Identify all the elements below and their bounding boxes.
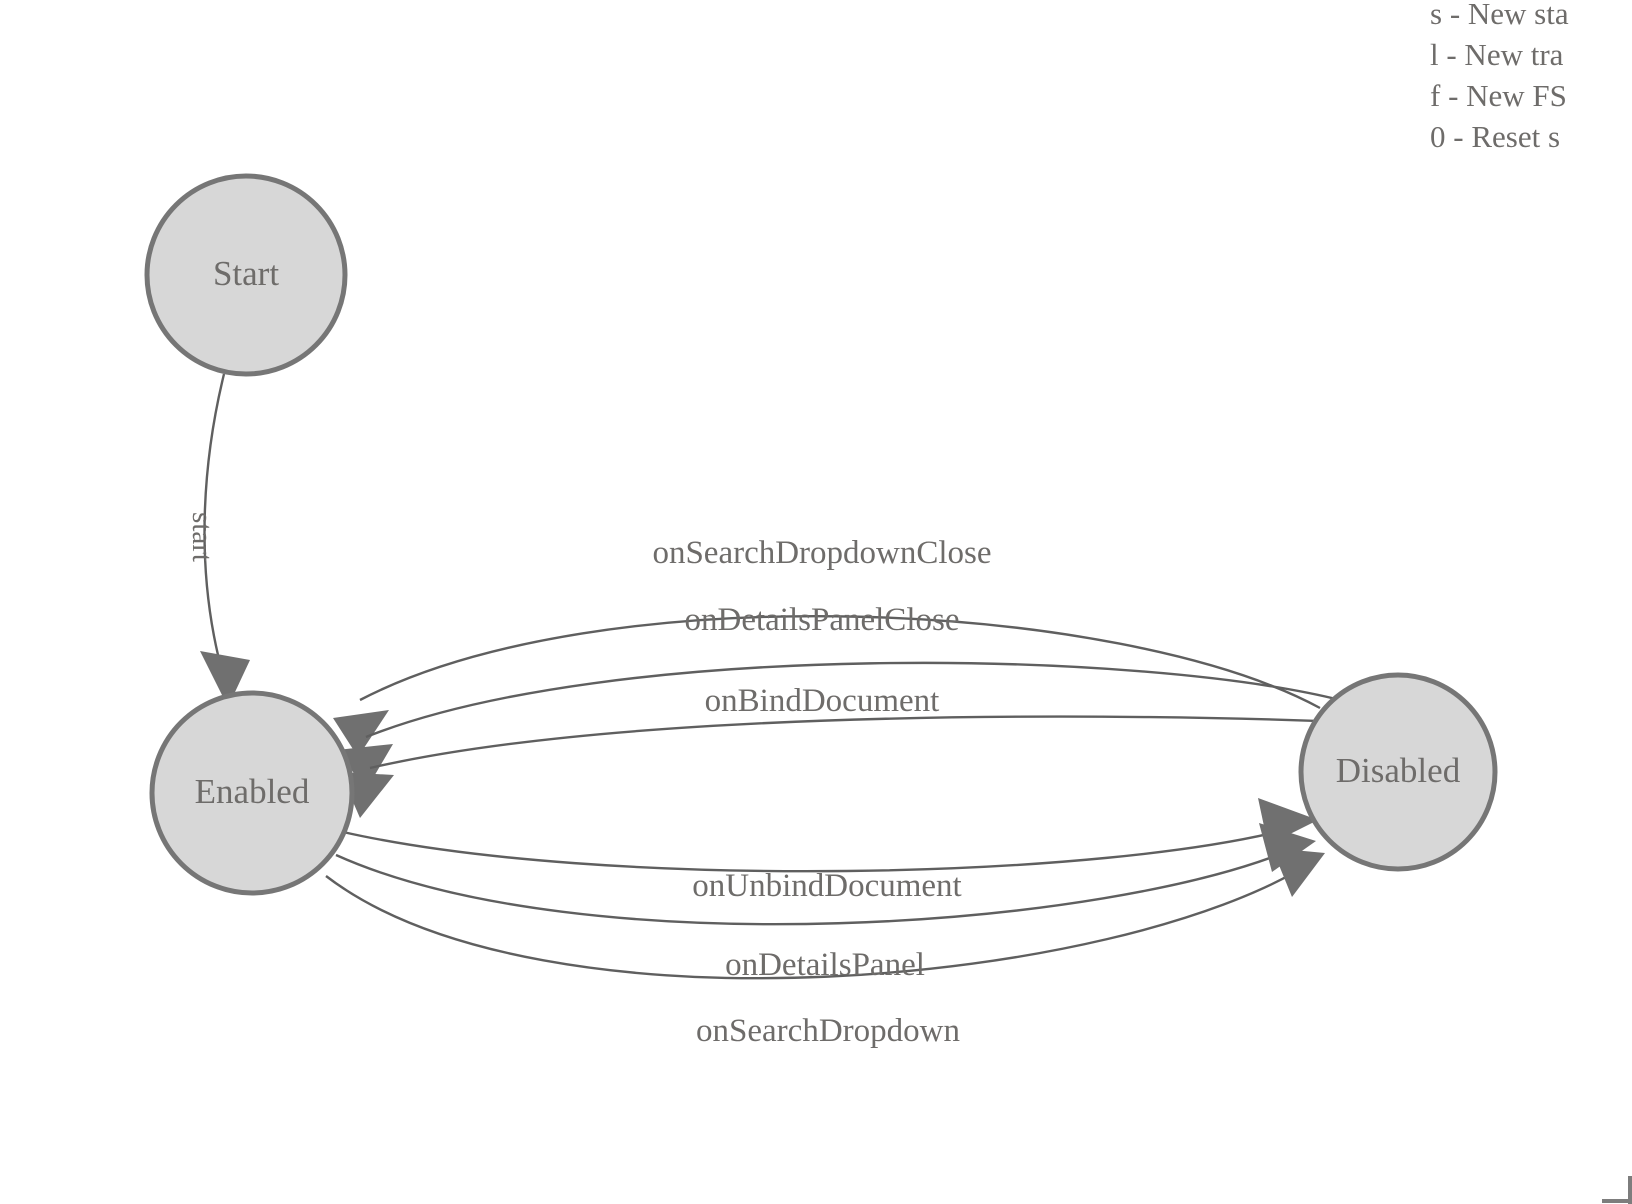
- state-node-disabled-label: Disabled: [1336, 751, 1461, 790]
- state-node-enabled-circle[interactable]: [149, 690, 355, 896]
- transition-start-arrowhead: [200, 651, 250, 707]
- help-overlay: s - New sta l - New tra f - New FS 0 - R…: [1430, 0, 1569, 154]
- transition-label-on-search-dropdown: onSearchDropdown: [696, 1013, 960, 1049]
- transition-on-search-dropdown[interactable]: [325, 848, 1325, 980]
- help-line-new-state: s - New sta: [1430, 0, 1569, 31]
- transition-on-details-panel[interactable]: [335, 823, 1316, 926]
- resize-corner-handle[interactable]: [1602, 1176, 1632, 1204]
- transition-on-details-panel-close-arrowhead: [337, 744, 393, 790]
- transition-label-on-search-dropdown-close: onSearchDropdownClose: [652, 535, 991, 571]
- help-line-reset: 0 - Reset s: [1430, 119, 1560, 154]
- help-line-new-transition: l - New tra: [1430, 37, 1564, 72]
- transition-on-details-panel-arrowhead: [1259, 823, 1316, 872]
- state-node-start[interactable]: Start: [144, 173, 348, 377]
- transition-start-path[interactable]: [203, 373, 226, 656]
- transition-on-bind-document[interactable]: [340, 715, 1348, 818]
- transition-label-on-details-panel-close: onDetailsPanelClose: [685, 602, 960, 638]
- transition-label-on-unbind-document: onUnbindDocument: [692, 868, 961, 904]
- transition-on-search-dropdown-close[interactable]: [333, 614, 1321, 757]
- transition-on-details-panel-close-path[interactable]: [365, 661, 1341, 739]
- transition-on-details-panel-close[interactable]: [337, 661, 1341, 790]
- state-node-start-label: Start: [213, 254, 279, 293]
- transition-on-unbind-document-path[interactable]: [342, 824, 1301, 873]
- transition-start[interactable]: [200, 373, 250, 707]
- transition-label-on-details-panel: onDetailsPanel: [725, 947, 925, 983]
- transition-on-details-panel-path[interactable]: [335, 844, 1301, 926]
- transition-on-search-dropdown-arrowhead: [1272, 848, 1325, 897]
- transition-on-search-dropdown-close-path[interactable]: [359, 614, 1321, 710]
- edge-labels-layer: start onSearchDropdownClose onDetailsPan…: [186, 512, 992, 1049]
- transition-on-search-dropdown-close-arrowhead: [333, 710, 389, 757]
- transition-on-unbind-document[interactable]: [342, 798, 1318, 873]
- nodes-layer: Start Enabled Disabled: [144, 173, 1498, 896]
- help-line-new-fsm: f - New FS: [1430, 78, 1567, 113]
- state-node-disabled[interactable]: Disabled: [1298, 672, 1498, 872]
- state-node-disabled-circle[interactable]: [1298, 672, 1498, 872]
- state-node-start-circle[interactable]: [144, 173, 348, 377]
- transition-on-bind-document-path[interactable]: [369, 715, 1348, 770]
- transition-label-on-bind-document: onBindDocument: [705, 683, 940, 719]
- edges-layer: [200, 373, 1348, 980]
- state-node-enabled[interactable]: Enabled: [149, 690, 355, 896]
- transition-on-search-dropdown-path[interactable]: [325, 860, 1313, 980]
- state-node-enabled-label: Enabled: [195, 772, 310, 811]
- transition-label-start: start: [186, 512, 218, 562]
